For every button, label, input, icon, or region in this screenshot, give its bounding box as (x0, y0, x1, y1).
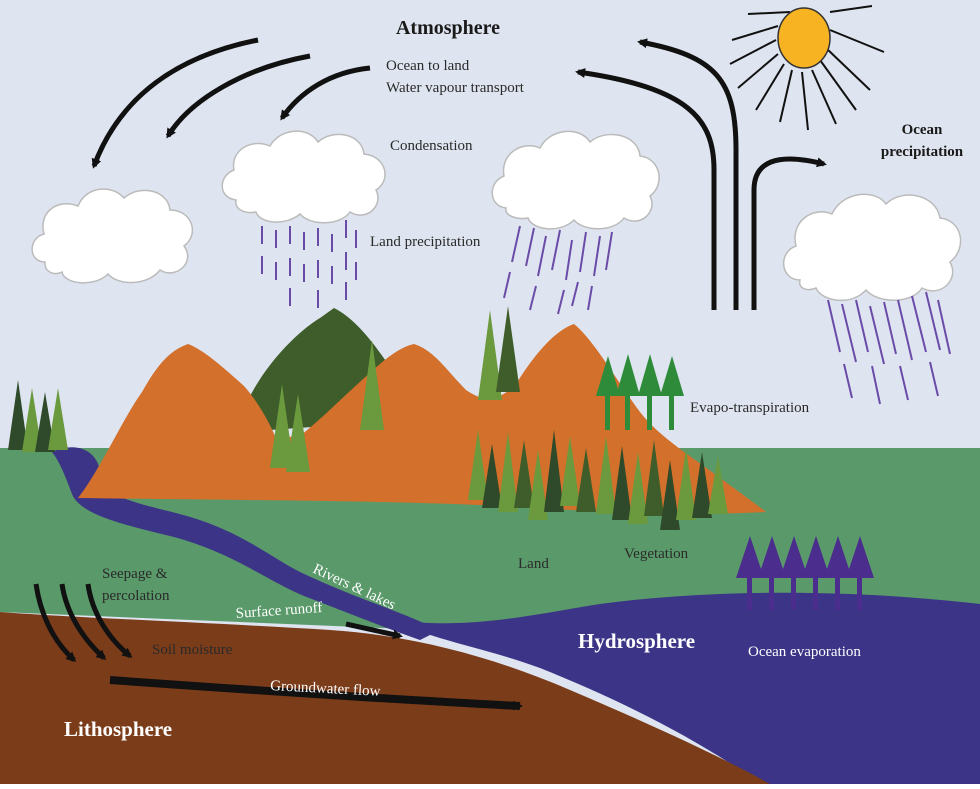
cloud-left (31, 188, 194, 284)
cloud-middle (491, 130, 660, 230)
condensation-label: Condensation (390, 138, 473, 154)
land-label: Land (518, 556, 549, 572)
vegetation-forest (468, 430, 728, 530)
land-precipitation-rain (261, 220, 357, 308)
ocean-precipitation-label-2: precipitation (881, 144, 964, 160)
groundwater-flow-arrow (109, 676, 523, 711)
seepage-label-2: percolation (102, 588, 170, 604)
cloud-condensation (221, 130, 386, 224)
cloud-ocean (782, 193, 962, 302)
ocean-rain (827, 291, 951, 405)
lithosphere-label: Lithosphere (64, 717, 172, 741)
land-precipitation-label: Land precipitation (370, 234, 481, 250)
seepage-arrows (33, 583, 133, 663)
orange-mountains (78, 324, 766, 514)
hydrosphere-label: Hydrosphere (578, 629, 695, 653)
surface-runoff-label: Surface runoff (235, 600, 323, 622)
water-vapour-transport-label: Water vapour transport (386, 80, 525, 96)
atmosphere-label: Atmosphere (396, 17, 500, 39)
sun-icon (729, 5, 885, 131)
ocean-area (395, 592, 980, 784)
surface-runoff-arrow (345, 621, 403, 640)
ocean-precipitation-label-1: Ocean (902, 122, 943, 138)
mountain-trees (270, 306, 520, 472)
ocean-evaporation-label: Ocean evaporation (748, 644, 861, 660)
groundwater-flow-label: Groundwater flow (270, 678, 381, 700)
ocean-to-land-transport-arrows (91, 37, 371, 169)
evapo-transpiration-label: Evapo-transpiration (690, 400, 810, 416)
seepage-label-1: Seepage & (102, 566, 168, 582)
soil-moisture-label: Soil moisture (152, 642, 233, 658)
left-forest (8, 380, 68, 452)
river (52, 447, 440, 640)
evaporation-rising-arrows (575, 38, 827, 310)
ocean-evaporation-trees (736, 536, 874, 610)
vegetation-label: Vegetation (624, 546, 689, 562)
middle-rain (503, 225, 613, 315)
ocean-to-land-label: Ocean to land (386, 58, 470, 74)
evapo-transpiration-trees (596, 354, 684, 430)
